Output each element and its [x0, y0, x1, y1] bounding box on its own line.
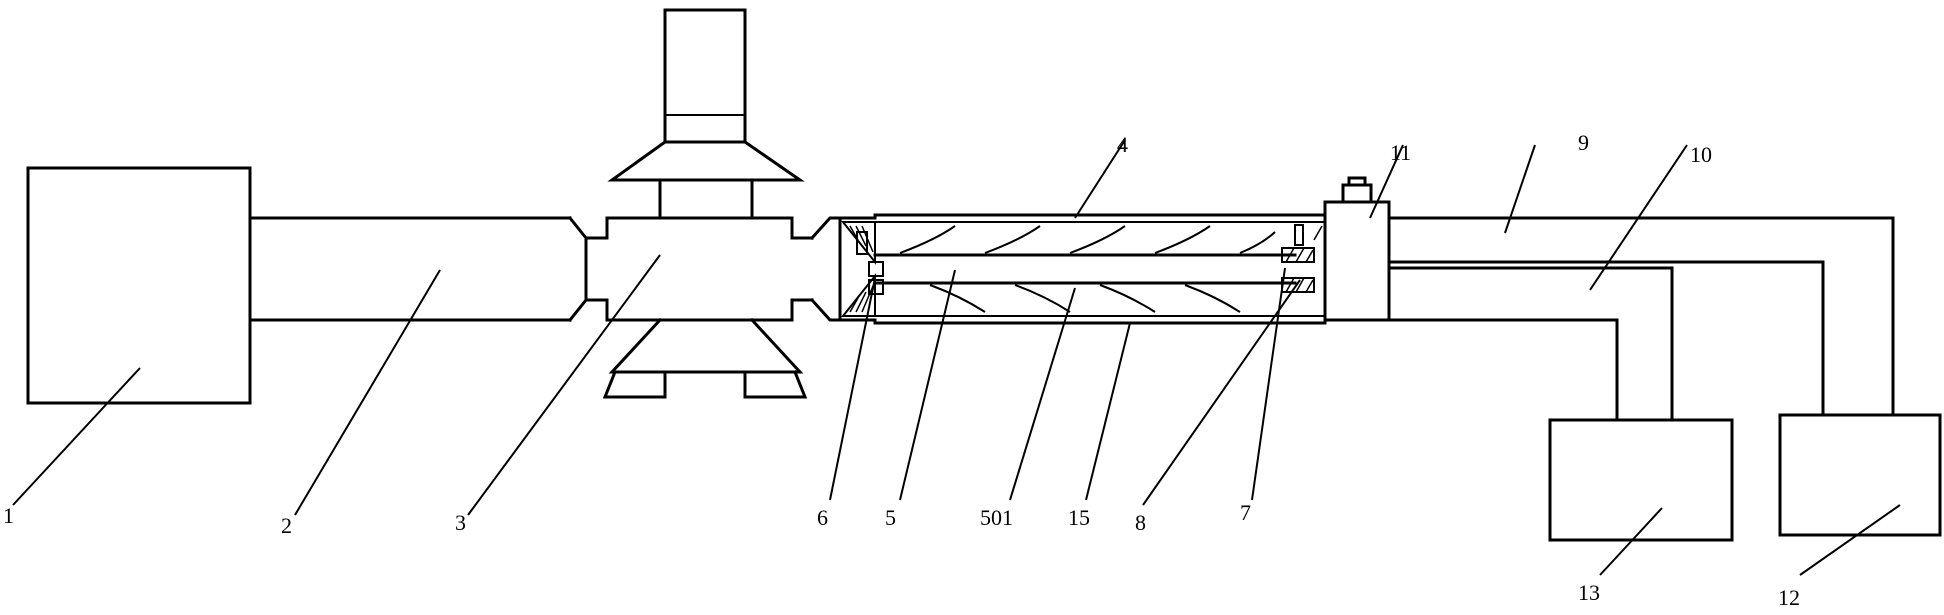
- leader-lines: [12, 139, 1901, 576]
- label-13: 13: [1578, 580, 1600, 605]
- component-15-tube: [838, 213, 1327, 325]
- component-5-shaft: [873, 253, 1297, 285]
- label-6: 6: [817, 505, 828, 530]
- label-1: 1: [3, 503, 14, 528]
- label-12: 12: [1778, 585, 1800, 610]
- component-501-blades: [899, 225, 1276, 313]
- component-13-box: [1548, 418, 1734, 542]
- label-4: 4: [1117, 132, 1128, 157]
- label-3: 3: [455, 510, 466, 535]
- label-2: 2: [281, 513, 292, 538]
- label-5: 5: [885, 505, 896, 530]
- label-11: 11: [1390, 140, 1411, 165]
- component-12-box: [1778, 413, 1942, 537]
- label-9: 9: [1578, 130, 1589, 155]
- label-7: 7: [1240, 500, 1251, 525]
- label-8: 8: [1135, 510, 1146, 535]
- label-15: 15: [1068, 505, 1090, 530]
- component-7-8-bearing: [1281, 224, 1323, 293]
- component-10-pipe: [1387, 266, 1674, 422]
- component-3-body: [584, 8, 842, 399]
- component-2-duct: [248, 215, 588, 323]
- label-10: 10: [1690, 142, 1712, 167]
- label-501: 501: [980, 505, 1013, 530]
- component-1-box: [26, 166, 252, 405]
- component-9-pipe: [1387, 216, 1895, 417]
- component-6-bearing: [840, 221, 884, 317]
